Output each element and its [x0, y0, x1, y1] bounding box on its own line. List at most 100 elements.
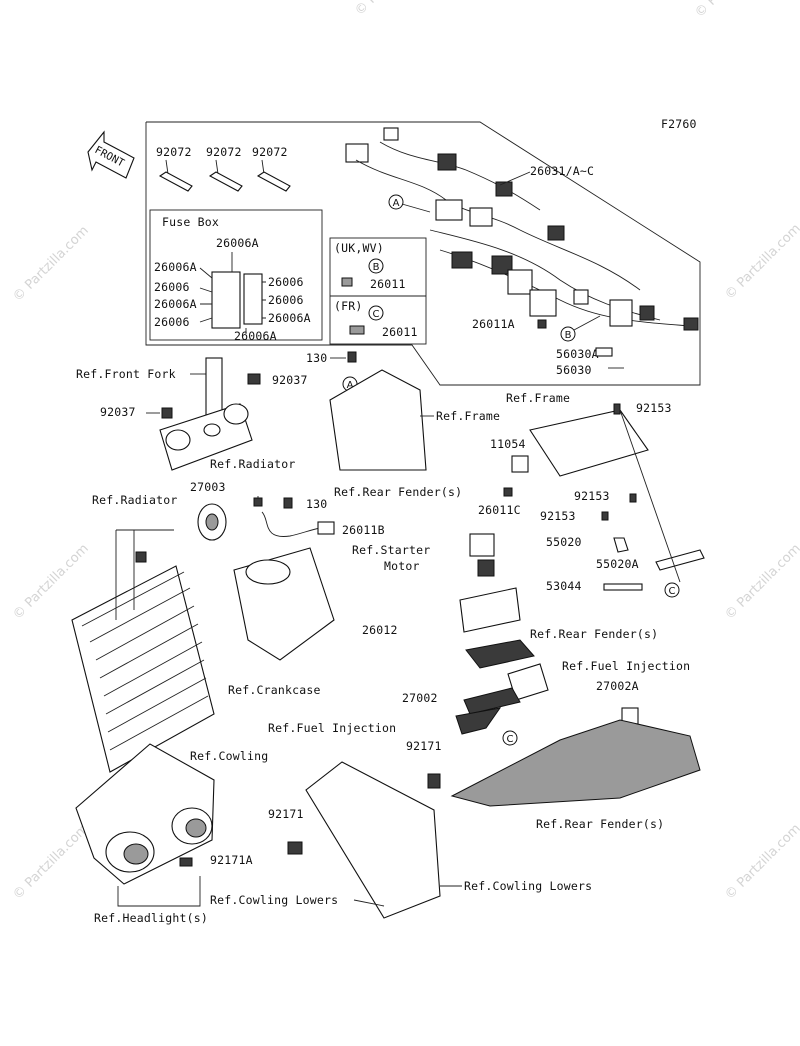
watermark-text: © Partzilla.com	[10, 541, 92, 623]
callout-a-text: A	[347, 380, 354, 391]
fuse-block-icon	[243, 273, 263, 325]
ref-label-frame-top: Ref.Frame	[506, 391, 570, 405]
grommet-icon	[427, 773, 441, 789]
fuse-label-left-1: 26006A	[154, 260, 197, 274]
grommet-icon	[179, 857, 193, 867]
fuse-label-left-4: 26006	[154, 315, 190, 329]
figure-code: F2760	[661, 117, 697, 131]
callout-a-circle	[388, 194, 404, 210]
part-label-92037: 92037	[272, 373, 308, 387]
part-label-27003: 27003	[190, 480, 226, 494]
lower-cowl-icon	[305, 761, 441, 919]
watermark-text: © Partzilla.com	[722, 821, 800, 903]
radiator-core-icon	[71, 565, 215, 773]
ref-label-rear-fender-mid: Ref.Rear Fender(s)	[530, 627, 658, 641]
callout-b-circle	[560, 326, 576, 342]
part-label-27002: 27002	[402, 691, 438, 705]
rear-fender-icon	[450, 719, 701, 807]
ref-label-crankcase: Ref.Crankcase	[228, 683, 321, 697]
part-label-11054: 11054	[490, 437, 526, 451]
ref-label-cowling-lowers-right: Ref.Cowling Lowers	[464, 879, 592, 893]
fuse-label-right-3: 26006A	[268, 311, 311, 325]
tube-icon	[595, 347, 613, 357]
part-label-92072: 92072	[156, 145, 192, 159]
cap-icon	[247, 373, 261, 385]
part-label-26031: 26031/A~C	[530, 164, 594, 178]
ref-label-fuel-injection: Ref.Fuel Injection	[268, 721, 396, 735]
ref-label-front-fork: Ref.Front Fork	[76, 367, 176, 381]
part-label-92037: 92037	[100, 405, 136, 419]
cowling-lowers-group: 92171 92171 Ref.Cowling Lowers Ref.Cowli…	[210, 739, 592, 919]
fuse-label-left-2: 26006	[154, 280, 190, 294]
part-label-26011A: 26011A	[472, 317, 515, 331]
ref-label-rear-fender: Ref.Rear Fender(s)	[334, 485, 462, 499]
part-label-26011C: 26011C	[478, 503, 521, 517]
grommet-icon	[287, 841, 303, 855]
fuse-label-right-2: 26006	[268, 293, 304, 307]
front-arrow-icon: FRONT	[87, 130, 135, 179]
part-label-26012: 26012	[362, 623, 398, 637]
watermark-text: © Partzilla.com	[692, 0, 774, 21]
part-label-92171A: 92171A	[210, 853, 253, 867]
part-label-55020: 55020	[546, 535, 582, 549]
sensor-wire	[261, 511, 321, 537]
relay-icon	[537, 319, 547, 329]
subframe-icon	[529, 409, 649, 477]
variant-box: (UK,WV) (FR) 26011 26011 B C	[329, 237, 427, 345]
tray-icon	[465, 639, 535, 669]
callout-b-text: B	[373, 262, 380, 273]
ref-label-headlights: Ref.Headlight(s)	[94, 911, 208, 925]
bolt-icon	[347, 351, 357, 363]
steering-stem-icon	[205, 357, 223, 419]
ref-label-radiator: Ref.Radiator	[92, 493, 177, 507]
callout-c-text: C	[507, 734, 514, 745]
frame-group: Ref.Frame Ref.Frame 92153 11054	[329, 369, 672, 477]
part-label-130: 130	[306, 351, 327, 365]
cable-tie-icon	[158, 171, 193, 192]
callout-c-circle	[368, 305, 384, 321]
part-label-92171: 92171	[268, 807, 304, 821]
callout-c-circle	[502, 730, 518, 746]
ref-label-fuel-injection: Ref.Fuel Injection	[562, 659, 690, 673]
ecu-icon	[463, 687, 521, 715]
part-label-92171: 92171	[406, 739, 442, 753]
ref-label-radiator-top: Ref.Radiator	[210, 457, 295, 471]
pad-icon	[603, 583, 643, 591]
variant-uk-wv: (UK,WV)	[334, 241, 384, 255]
part-label-26011-fr: 26011	[382, 325, 418, 339]
crankcase-group: Ref.Crankcase	[228, 547, 335, 697]
watermark-text: © Partzilla.com	[10, 223, 92, 305]
ref-label-rear-fender-low: Ref.Rear Fender(s)	[536, 817, 664, 831]
rear-fender-group: C Ref.Rear Fender(s)	[450, 719, 701, 831]
bolt-icon	[503, 487, 513, 497]
cap-icon	[161, 407, 173, 419]
callout-b-circle	[368, 258, 384, 274]
fuse-block-icon	[211, 271, 241, 329]
part-label-92072: 92072	[206, 145, 242, 159]
sensor-icon	[317, 521, 335, 535]
part-label-53044: 53044	[546, 579, 582, 593]
front-fork-group: Ref.Front Fork 92037 92037	[76, 357, 308, 471]
ref-label-cowling: Ref.Cowling	[190, 749, 268, 763]
bracket-icon	[613, 537, 629, 553]
frame-section-icon	[329, 369, 427, 471]
bolt-icon	[283, 497, 293, 509]
bracket-icon	[511, 455, 529, 473]
callout-b-text: B	[565, 330, 572, 341]
bolt-icon	[253, 497, 263, 507]
ref-label-starter: Ref.Starter	[352, 543, 430, 557]
part-label-92072: 92072	[252, 145, 288, 159]
callout-a-text: A	[393, 198, 400, 209]
part-label-92153: 92153	[540, 509, 576, 523]
bolt-icon	[629, 493, 637, 503]
part-label-130: 130	[306, 497, 327, 511]
part-label-92153: 92153	[636, 401, 672, 415]
watermark-text: © Partzilla.com	[722, 221, 800, 303]
ref-label-frame: Ref.Frame	[436, 409, 500, 423]
fuse-box-group: Fuse Box 26006A 26006A 26006 26006A 2600…	[149, 209, 323, 343]
part-label-26011-uk: 26011	[370, 277, 406, 291]
relay-icon	[349, 325, 365, 335]
ref-label-cowling-lowers: Ref.Cowling Lowers	[210, 893, 338, 907]
